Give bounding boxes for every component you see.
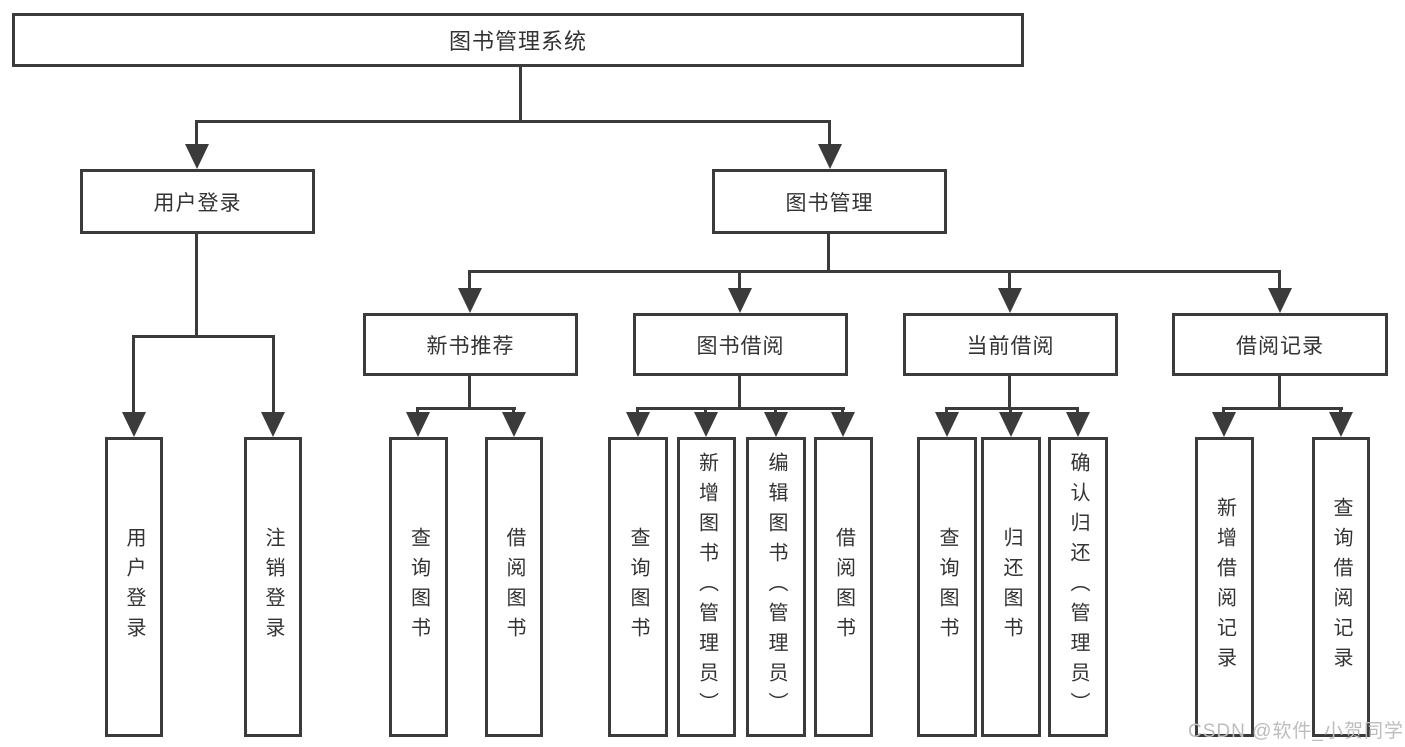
leaf-query-books-current: 查询图书 (917, 437, 977, 737)
connector-line (132, 335, 275, 338)
connector-line (468, 376, 471, 407)
node-library-system: 图书管理系统 (12, 13, 1024, 67)
connector-line (1278, 270, 1281, 288)
leaf-edit-book-admin: 编辑图书（管理员） (746, 437, 806, 737)
connector-line (1222, 407, 1225, 412)
connector-line (519, 67, 522, 120)
leaf-add-borrow-record: 新增借阅记录 (1195, 437, 1254, 737)
arrow-down-icon (458, 288, 482, 313)
connector-line (416, 407, 419, 412)
connector-line (272, 335, 275, 412)
connector-line (636, 407, 639, 412)
leaf-logout: 注销登录 (244, 437, 302, 737)
connector-line (468, 270, 1281, 273)
arrow-down-icon (1212, 412, 1236, 437)
connector-line (1076, 407, 1079, 412)
connector-line (1008, 376, 1011, 407)
arrow-down-icon (935, 412, 959, 437)
connector-line (468, 270, 471, 288)
leaf-add-book-admin: 新增图书（管理员） (677, 437, 736, 737)
connector-line (774, 407, 777, 412)
connector-line (841, 407, 844, 412)
arrow-down-icon (406, 412, 430, 437)
connector-line (828, 120, 831, 144)
node-book-management: 图书管理 (712, 169, 947, 234)
leaf-return-books: 归还图书 (981, 437, 1041, 737)
connector-line (1339, 407, 1342, 412)
arrow-down-icon (1268, 288, 1292, 313)
arrow-down-icon (1329, 412, 1353, 437)
connector-line (1008, 270, 1011, 288)
connector-line (1278, 376, 1281, 407)
node-borrowing-records: 借阅记录 (1172, 313, 1388, 376)
arrow-down-icon (694, 412, 718, 437)
node-new-book-recommendation: 新书推荐 (363, 313, 578, 376)
node-book-borrowing: 图书借阅 (633, 313, 848, 376)
connector-line (195, 234, 198, 335)
arrow-down-icon (728, 288, 752, 313)
arrow-down-icon (122, 412, 146, 437)
arrow-down-icon (818, 144, 842, 169)
leaf-query-books-recommend: 查询图书 (389, 437, 448, 737)
connector-line (945, 407, 1079, 410)
leaf-confirm-return-admin: 确认归还（管理员） (1048, 437, 1108, 737)
leaf-user-login: 用户登录 (105, 437, 163, 737)
arrow-down-icon (626, 412, 650, 437)
arrow-down-icon (764, 412, 788, 437)
arrow-down-icon (1066, 412, 1090, 437)
connector-line (417, 407, 516, 410)
arrow-down-icon (999, 412, 1023, 437)
arrow-down-icon (998, 288, 1022, 313)
watermark-text: CSDN @软件_小贺同学 (1188, 721, 1404, 742)
connector-line (827, 234, 830, 270)
connector-line (132, 335, 135, 412)
arrow-down-icon (502, 412, 526, 437)
connector-line (1009, 407, 1012, 412)
node-user-login: 用户登录 (80, 169, 315, 234)
leaf-query-borrow-record: 查询借阅记录 (1312, 437, 1370, 737)
connector-line (512, 407, 515, 412)
connector-line (704, 407, 707, 412)
connector-line (945, 407, 948, 412)
arrow-down-icon (261, 412, 285, 437)
node-current-borrowing: 当前借阅 (903, 313, 1118, 376)
connector-line (636, 407, 845, 410)
leaf-borrow-books-recommend: 借阅图书 (485, 437, 543, 737)
leaf-borrow-books-borrowing: 借阅图书 (814, 437, 873, 737)
connector-line (195, 120, 831, 123)
arrow-down-icon (831, 412, 855, 437)
connector-line (1222, 407, 1343, 410)
arrow-down-icon (185, 144, 209, 169)
connector-line (195, 120, 198, 144)
connector-line (738, 270, 741, 288)
connector-line (738, 376, 741, 407)
leaf-query-books-borrowing: 查询图书 (608, 437, 668, 737)
